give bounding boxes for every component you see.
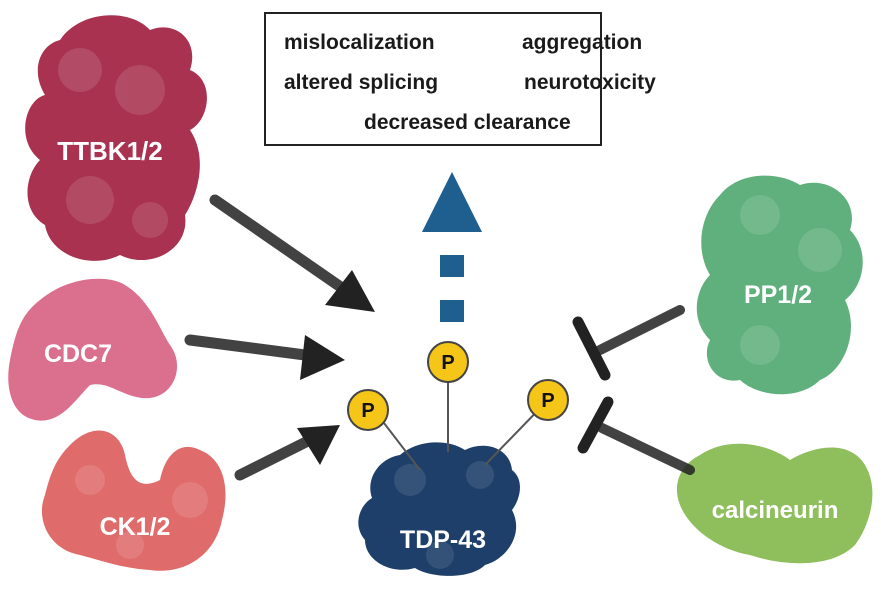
phosphatase-inhibitors bbox=[572, 305, 695, 475]
ck-label: CK1/2 bbox=[100, 513, 171, 541]
ttbk-label: TTBK1/2 bbox=[57, 136, 162, 166]
outcomes-box: mislocalization aggregation altered spli… bbox=[264, 12, 656, 146]
cdc7-arrow bbox=[184, 334, 345, 380]
pp-label: PP1/2 bbox=[744, 281, 812, 309]
pp-shape bbox=[696, 175, 863, 395]
outcome-up-arrow bbox=[422, 172, 482, 322]
phospho-group-1: P bbox=[347, 389, 389, 431]
tdp43-protein: TDP-43 bbox=[358, 442, 520, 576]
outcome-aggregation: aggregation bbox=[522, 31, 643, 54]
phospho-group-2: P bbox=[427, 341, 469, 383]
phospho-group-3: P bbox=[527, 379, 569, 421]
tdp43-label: TDP-43 bbox=[400, 526, 486, 554]
tdp43-shape bbox=[358, 442, 520, 576]
pp-protein: PP1/2 bbox=[696, 175, 863, 395]
ck-protein: CK1/2 bbox=[41, 430, 226, 571]
calcineurin-label: calcineurin bbox=[712, 497, 839, 524]
ck-shape bbox=[41, 430, 226, 571]
calcineurin-protein: calcineurin bbox=[676, 443, 873, 564]
calcineurin-inhibition bbox=[577, 396, 695, 475]
phospho-label: P bbox=[541, 390, 554, 412]
cdc7-protein: CDC7 bbox=[8, 278, 178, 421]
outcome-mislocalization: mislocalization bbox=[284, 31, 435, 54]
outcome-neurotoxicity: neurotoxicity bbox=[524, 71, 656, 94]
outcome-altered-splicing: altered splicing bbox=[284, 71, 439, 94]
kinase-arrows bbox=[184, 194, 375, 481]
cdc7-shape bbox=[8, 278, 178, 421]
calcineurin-shape bbox=[676, 443, 873, 564]
cdc7-label: CDC7 bbox=[44, 340, 112, 368]
phospho-label: P bbox=[441, 352, 454, 374]
ttbk-protein: TTBK1/2 bbox=[25, 15, 207, 261]
ck-arrow bbox=[234, 425, 340, 481]
pp-inhibition bbox=[572, 305, 685, 381]
ttbk-arrow bbox=[209, 194, 375, 312]
outcome-decreased-clearance: decreased clearance bbox=[364, 111, 571, 134]
phospho-label: P bbox=[361, 400, 374, 422]
ttbk-shape bbox=[25, 15, 207, 261]
